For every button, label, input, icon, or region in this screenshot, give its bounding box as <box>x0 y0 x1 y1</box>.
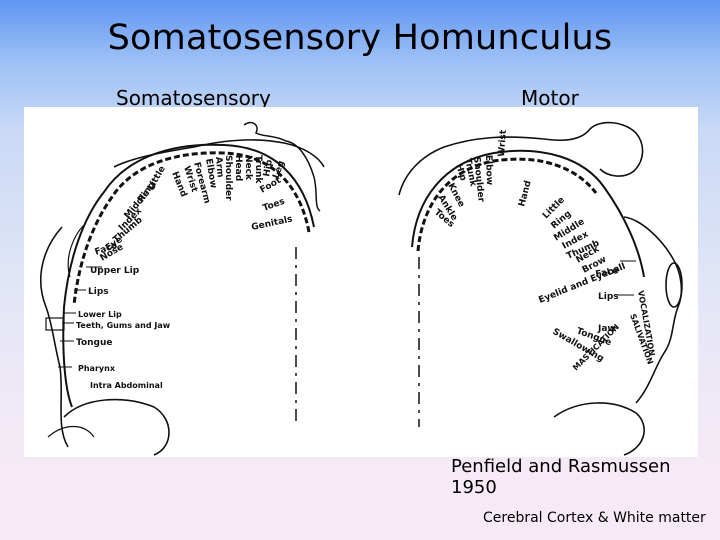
motor-label-elbow: Elbow <box>483 155 494 186</box>
sensory-label-neck: Neck <box>243 155 253 181</box>
motor-label-shoulder: Shoulder <box>471 156 486 203</box>
homunculus-drawing: Genitals Toes Foot Leg Hip Trunk Neck He… <box>39 121 683 456</box>
motor-label-hand: Hand <box>517 180 534 208</box>
motor-hemisphere <box>398 121 683 456</box>
sensory-label-upper-lip: Upper Lip <box>90 266 140 276</box>
sensory-label-teeth-gums-jaw: Teeth, Gums and Jaw <box>76 321 171 330</box>
sensory-label-lower-lip: Lower Lip <box>78 310 122 319</box>
motor-label-jaw: Jaw <box>597 324 616 334</box>
sensory-label-head: Head <box>233 155 243 181</box>
sensory-label-tongue: Tongue <box>76 338 113 348</box>
sensory-label-hip: Hip <box>262 158 275 177</box>
sensory-horizontal-labels: Upper Lip Lips Lower Lip Teeth, Gums and… <box>76 266 171 390</box>
motor-label-face: Face <box>595 266 620 280</box>
sensory-label-trunk: Trunk <box>253 155 263 184</box>
footer-text: Cerebral Cortex & White matter <box>483 510 706 526</box>
slide-title: Somatosensory Homunculus <box>107 18 613 58</box>
motor-radial-labels: Toes Ankle Knee Hip Trunk Shoulder Elbow… <box>432 129 627 306</box>
sensory-label-lips: Lips <box>88 287 109 297</box>
motor-label-wrist: Wrist <box>497 129 509 157</box>
sensory-label-pharynx: Pharynx <box>78 364 116 373</box>
sensory-label-toes: Toes <box>262 197 287 214</box>
motor-heading: Motor <box>521 86 579 110</box>
sensory-hemisphere <box>39 121 325 456</box>
sensory-label-arm: Arm <box>213 156 225 178</box>
citation: Penfield and Rasmussen 1950 <box>451 456 671 498</box>
homunculus-figure: Genitals Toes Foot Leg Hip Trunk Neck He… <box>24 107 698 457</box>
sensory-label-genitals: Genitals <box>251 214 294 232</box>
somatosensory-heading: Somatosensory <box>116 86 271 110</box>
sensory-label-shoulder: Shoulder <box>223 155 233 201</box>
sensory-label-intra-abdominal: Intra Abdominal <box>90 381 163 390</box>
motor-label-lips: Lips <box>598 292 619 302</box>
